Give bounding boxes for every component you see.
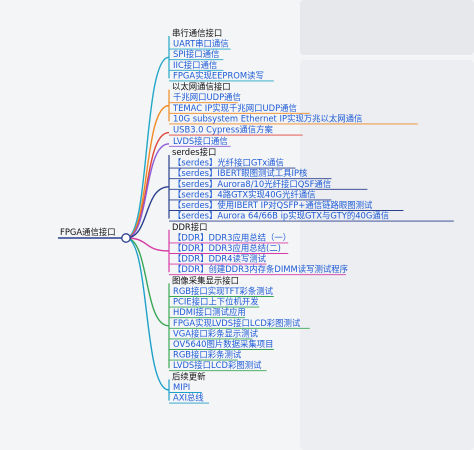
branch-label: 以太网通信接口 (172, 82, 231, 92)
branch-connector (125, 237, 170, 327)
leaf-label[interactable]: AXI总线 (173, 393, 204, 403)
branch-label: serdes接口 (172, 147, 216, 157)
branch-connector (125, 56, 170, 239)
leaf-label[interactable]: IIC接口通信 (173, 60, 217, 70)
branch-connector (125, 104, 170, 239)
leaf-label[interactable]: 【serdes】Aurora8/10光纤接口QSF通信 (173, 179, 331, 189)
branch-connector (125, 237, 170, 391)
leaf-label[interactable]: MIPI (173, 382, 190, 392)
leaf-label[interactable]: FPGA实现LVDS接口LCD彩图测试 (173, 318, 301, 328)
leaf-label[interactable]: 【serdes】4路GTX实现40G光纤通信 (173, 189, 316, 199)
leaf-label[interactable]: VGA接口彩条显示测试 (173, 328, 259, 338)
leaf-label[interactable]: 【DDR】DDR4读写测试 (173, 254, 267, 264)
branch-label: DDR接口 (172, 222, 207, 232)
leaf-label[interactable]: RGB接口彩条测试 (173, 350, 242, 360)
leaf-label[interactable]: FPGA实现EEPROM读写 (173, 70, 264, 80)
leaf-label[interactable]: USB3.0 Cypress通信方案 (173, 125, 274, 135)
leaf-label[interactable]: LVDS接口LCD彩图测试 (173, 360, 262, 370)
background-panel-right (300, 60, 474, 450)
leaf-label[interactable]: OV5640图片数据采集项目 (173, 339, 274, 349)
branch-label: 后续更新 (172, 371, 206, 381)
leaf-label[interactable]: 【serdes】IBERT眼图测试工具IP核 (173, 168, 308, 178)
leaf-label[interactable]: 【DDR】创建DDR3内存条DIMM读写测试程序 (173, 264, 348, 274)
leaf-label[interactable]: HDMI接口测试应用 (173, 307, 246, 317)
leaf-label[interactable]: 10G subsystem Ethernet IP实现万兆以太网通信 (173, 113, 362, 123)
leaf-label[interactable]: 【serdes】使用IBERT IP对QSFP+通信链路眼图测试 (173, 200, 373, 210)
leaf-label[interactable]: RGB接口实现TFT彩条测试 (173, 286, 274, 296)
leaf-label[interactable]: TEMAC IP实现千兆网口UDP通信 (172, 103, 297, 113)
branch-connector (125, 237, 170, 252)
leaf-label[interactable]: 千兆网口UDP通信 (173, 92, 241, 102)
leaf-label[interactable]: LVDS接口通信 (173, 136, 228, 146)
root-node-handle[interactable] (121, 233, 131, 243)
leaf-label[interactable]: UART串口通信 (173, 39, 229, 49)
leaf-label[interactable]: 【DDR】DDR3应用总结（一） (173, 232, 291, 242)
leaf-label[interactable]: SPI接口通信 (173, 49, 219, 59)
root-label: FPGA通信接口 (60, 227, 116, 237)
leaf-label[interactable]: 【serdes】Aurora 64/66B ip实现GTX与GTY的40G通信 (173, 211, 389, 221)
branch-connector (125, 186, 170, 239)
branch-label: 串行通信接口 (172, 28, 222, 38)
leaf-label[interactable]: 【serdes】光纤接口GTx通信 (173, 158, 284, 168)
leaf-label[interactable]: 【DDR】DDR3应用总结(二) (173, 243, 281, 253)
branch-connector (125, 143, 170, 239)
background-panel-top (300, 0, 474, 55)
leaf-label[interactable]: PCIE接口上下位机开发 (173, 297, 259, 307)
branch-label: 图像采集显示接口 (172, 275, 239, 285)
